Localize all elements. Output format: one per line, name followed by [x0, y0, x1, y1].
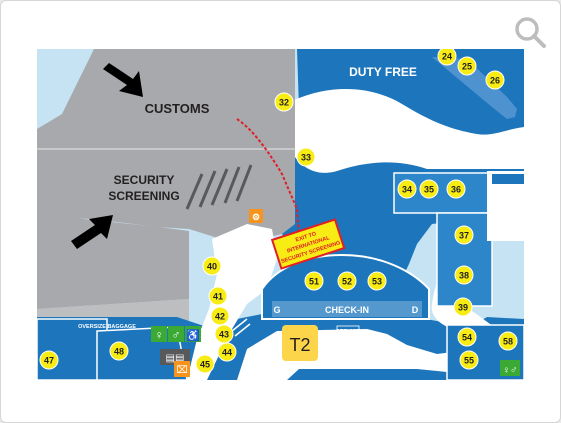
terminal-map[interactable]: ⚙ CUSTOMS SECURITY SCREENING DUTY FREE D…	[37, 49, 524, 380]
gate-number: 39	[458, 303, 468, 313]
gate-number: 40	[207, 262, 217, 272]
facility-icon	[249, 209, 263, 223]
gate-number: 35	[424, 185, 434, 195]
pier-inner-lane	[432, 57, 517, 119]
gate-number: 55	[464, 356, 474, 366]
gate-marker-55[interactable]: 55	[459, 350, 479, 370]
gate-number: 42	[215, 312, 225, 322]
gate-number: 32	[279, 98, 289, 108]
check-in-d-label: D	[412, 305, 419, 315]
walkway-white	[285, 89, 524, 182]
svg-text:⚙: ⚙	[252, 212, 260, 222]
gate-number: 34	[402, 185, 412, 195]
gate-marker-24[interactable]: 24	[437, 49, 457, 66]
gate-marker-26[interactable]: 26	[485, 70, 505, 90]
gate-marker-37[interactable]: 37	[454, 225, 474, 245]
oversize-baggage-label: OVERSIZE BAGGAGE	[78, 324, 136, 330]
gate-marker-52[interactable]: 52	[337, 271, 357, 291]
service-desk-line2: DESK	[340, 336, 355, 342]
gate-number: 53	[372, 277, 382, 287]
gate-marker-45[interactable]: 45	[195, 354, 215, 374]
gate-number: 44	[222, 348, 232, 358]
gate-number: 52	[342, 277, 352, 287]
gate-marker-58[interactable]: 58	[498, 331, 518, 351]
gate-number: 58	[503, 337, 513, 347]
terminal-label: T2	[289, 335, 310, 355]
map-canvas: ⚙ CUSTOMS SECURITY SCREENING DUTY FREE D…	[37, 49, 524, 380]
baggage-icon: ⌧	[174, 361, 190, 377]
customs-label: CUSTOMS	[145, 101, 210, 116]
restroom-icon: ♀♂	[500, 360, 520, 376]
duty-free-mid-label: DUTY FREE	[349, 146, 417, 160]
gate-marker-47[interactable]: 47	[39, 350, 59, 370]
gate-marker-35[interactable]: 35	[419, 179, 439, 199]
search-icon[interactable]	[512, 14, 548, 50]
screening-lanes	[185, 164, 253, 210]
gate-marker-53[interactable]: 53	[367, 271, 387, 291]
service-desk-line1: SERVICE	[336, 329, 360, 335]
svg-text:♀: ♀	[155, 328, 164, 342]
gate-marker-25[interactable]: 25	[457, 56, 477, 76]
security-label-line2: SCREENING	[108, 189, 179, 203]
customs-security-zone	[37, 49, 295, 244]
gate-marker-41[interactable]: 41	[208, 286, 228, 306]
svg-text:♀♂: ♀♂	[503, 365, 518, 376]
gate-number: 24	[442, 52, 452, 62]
check-in-g-label: G	[273, 305, 280, 315]
gate-number: 43	[219, 330, 229, 340]
gate-number: 48	[114, 347, 124, 357]
gate-markers: 24 25 26 32 33 34 35 36 37 38 39 40 41 42 43 44 45 47 48 51…	[39, 49, 518, 374]
gate-marker-39[interactable]: 39	[453, 297, 473, 317]
arrow-icon	[103, 63, 143, 97]
svg-text:▤▤: ▤▤	[166, 353, 185, 364]
check-in-label: CHECK-IN	[325, 305, 369, 315]
gate-number: 45	[200, 360, 210, 370]
gate-marker-44[interactable]: 44	[217, 342, 237, 362]
gate-number: 33	[301, 153, 311, 163]
corridor-west	[187, 224, 277, 380]
gate-marker-34[interactable]: 34	[397, 179, 417, 199]
duty-free-top-label: DUTY FREE	[349, 65, 417, 79]
stairs	[231, 318, 251, 337]
apron-strip	[492, 174, 524, 184]
gate-marker-36[interactable]: 36	[446, 179, 466, 199]
gate-number: 41	[213, 292, 223, 302]
arrow-icon	[71, 215, 113, 249]
gate-number: 54	[462, 333, 472, 343]
gate-number: 26	[490, 76, 500, 86]
svg-text:♂: ♂	[172, 328, 181, 342]
restroom-icon: ♂	[168, 326, 184, 342]
security-boundary	[236, 118, 300, 235]
gate-number: 38	[459, 271, 469, 281]
security-lower-zone	[37, 214, 189, 309]
svg-text:♿: ♿	[186, 329, 200, 342]
gate-marker-51[interactable]: 51	[304, 271, 324, 291]
gate-number: 25	[462, 62, 472, 72]
security-label-line1: SECURITY	[114, 173, 175, 187]
gate-marker-54[interactable]: 54	[457, 327, 477, 347]
gate-marker-38[interactable]: 38	[454, 265, 474, 285]
service-desk-box	[336, 325, 360, 344]
gate-marker-33[interactable]: 33	[296, 147, 316, 167]
gate-marker-43[interactable]: 43	[214, 324, 234, 344]
gate-number: 47	[44, 356, 54, 366]
svg-text:⌧: ⌧	[176, 365, 188, 376]
check-in-counter	[272, 301, 422, 317]
gate-number: 37	[459, 231, 469, 241]
accessible-icon: ♿	[185, 326, 201, 342]
gate-number: 51	[309, 277, 319, 287]
gate-marker-48[interactable]: 48	[109, 341, 129, 361]
restroom-icon: ♀	[151, 326, 167, 342]
gate-marker-32[interactable]: 32	[274, 92, 294, 112]
terminal-badge	[282, 325, 318, 361]
gate-marker-42[interactable]: 42	[210, 306, 230, 326]
gate-number: 36	[451, 185, 461, 195]
gate-marker-40[interactable]: 40	[202, 256, 222, 276]
